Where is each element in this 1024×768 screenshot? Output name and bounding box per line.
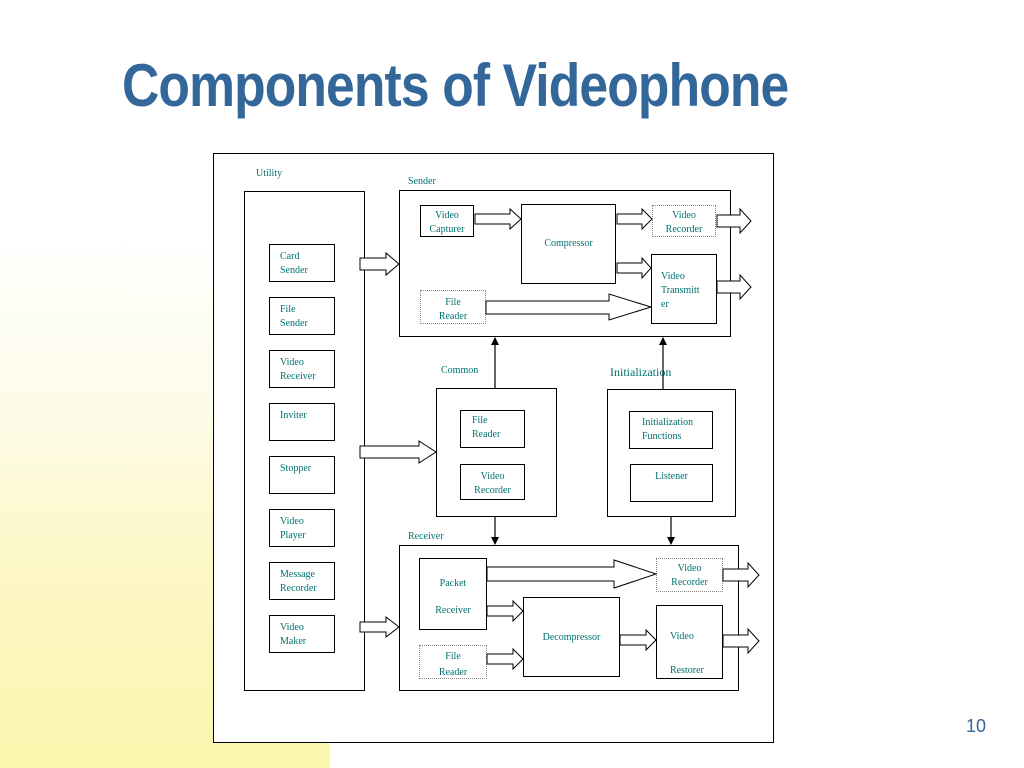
utility-video-player-label: Video Player [280, 516, 306, 541]
common-video-recorder-label: Video Recorder [474, 471, 511, 496]
arrow-utility-to-receiver [359, 615, 400, 639]
receiver-label: Receiver [408, 531, 444, 542]
videophone-component-diagram: Utility Card Sender File Sender Video Re… [213, 153, 774, 743]
utility-inviter-label: Inviter [280, 410, 307, 421]
utility-stopper: Stopper [269, 456, 335, 494]
utility-video-receiver-label: Video Receiver [280, 357, 316, 382]
utility-message-recorder-label: Message Recorder [280, 569, 317, 594]
initialization-listener: Listener [630, 464, 713, 502]
receiver-video-restorer: Video Restorer [656, 605, 723, 679]
sender-video-transmitter-label: Video Transmitt er [661, 271, 700, 310]
common-video-recorder: Video Recorder [460, 464, 525, 500]
receiver-file-reader: File Reader [419, 645, 487, 679]
arrow-utility-to-sender [359, 251, 400, 277]
receiver-file-reader-label-bottom: Reader [438, 667, 468, 678]
arrow-utility-to-common [359, 440, 437, 464]
sender-video-recorder: Video Recorder [652, 205, 716, 237]
receiver-packet-receiver: Packet Receiver [419, 558, 487, 630]
utility-inviter: Inviter [269, 403, 335, 441]
utility-label: Utility [256, 168, 283, 179]
utility-video-player: Video Player [269, 509, 335, 547]
common-file-reader-label: File Reader [472, 415, 501, 440]
utility-video-receiver: Video Receiver [269, 350, 335, 388]
utility-stopper-label: Stopper [280, 463, 312, 474]
initialization-label: Initialization [610, 365, 672, 379]
utility-card-sender-label: Card Sender [280, 251, 308, 276]
utility-video-maker: Video Maker [269, 615, 335, 653]
sender-video-capturer: Video Capturer [420, 205, 474, 237]
sender-video-capturer-label: Video Capturer [429, 210, 465, 235]
receiver-packet-receiver-label-top: Packet [439, 578, 467, 589]
sender-compressor-label: Compressor [544, 238, 593, 249]
initialization-functions: Initialization Functions [629, 411, 713, 449]
receiver-video-recorder: Video Recorder [656, 558, 723, 592]
sender-label: Sender [408, 176, 436, 187]
slide-title: Components of Videophone [122, 52, 789, 119]
receiver-video-restorer-label-bottom: Restorer [670, 665, 704, 676]
sender-video-transmitter: Video Transmitt er [651, 254, 717, 324]
sender-file-reader-label: File Reader [438, 297, 468, 322]
initialization-listener-label: Listener [655, 471, 688, 482]
common-file-reader: File Reader [460, 410, 525, 448]
sender-compressor: Compressor [521, 204, 616, 284]
utility-card-sender: Card Sender [269, 244, 335, 282]
utility-file-sender-label: File Sender [280, 304, 308, 329]
sender-file-reader: File Reader [420, 290, 486, 324]
utility-video-maker-label: Video Maker [280, 622, 307, 647]
page-number: 10 [966, 716, 987, 736]
receiver-video-recorder-label: Video Recorder [671, 563, 708, 588]
common-label: Common [441, 365, 479, 376]
utility-file-sender: File Sender [269, 297, 335, 335]
receiver-file-reader-label-top: File [445, 651, 461, 662]
receiver-video-restorer-label-top: Video [670, 631, 694, 642]
receiver-decompressor-label: Decompressor [542, 632, 601, 643]
initialization-functions-label: Initialization Functions [642, 417, 694, 442]
sender-video-recorder-label: Video Recorder [665, 210, 703, 235]
receiver-decompressor: Decompressor [523, 597, 620, 677]
receiver-packet-receiver-label-bottom: Receiver [435, 605, 471, 616]
utility-message-recorder: Message Recorder [269, 562, 335, 600]
